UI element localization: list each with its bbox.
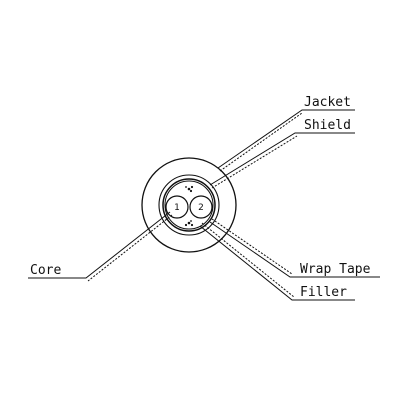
shield-leader [209,132,355,189]
filler-bottom-dot-2 [190,223,194,227]
filler-label: Filler [300,285,347,300]
jacket-outer-circle [141,157,237,253]
cable-cross-section: 1 2 [141,157,237,253]
filler-bottom-dot-1 [187,221,191,225]
filler-top-dot-4 [185,186,187,188]
wrap-tape-inner-circle [164,180,214,230]
core-leader [28,211,173,282]
wrap-tape-outer-circle [162,178,216,232]
filler-leader [199,222,355,301]
wrap-tape-label: Wrap Tape [300,262,371,277]
filler-top-dot-1 [187,187,191,191]
shield-label: Shield [304,118,351,133]
filler-top [185,185,194,193]
core-2-number: 2 [198,203,204,213]
wrap-tape-leader [209,218,380,278]
core-2-circle [189,195,213,219]
filler-bottom-dot-4 [190,220,192,222]
core-2: 2 [189,195,213,219]
jacket-label: Jacket [304,95,351,110]
core-1-circle [165,195,189,219]
shield-circle [158,174,220,236]
jacket-leader [217,109,355,172]
leader-lines [28,109,380,301]
core-1: 1 [165,195,189,219]
filler-top-dot-2 [190,185,194,189]
filler-top-dot-3 [189,189,193,193]
filler-bottom-dot-3 [184,223,188,227]
core-label: Core [30,263,61,278]
core-1-number: 1 [174,203,180,213]
filler-bottom [184,220,194,227]
